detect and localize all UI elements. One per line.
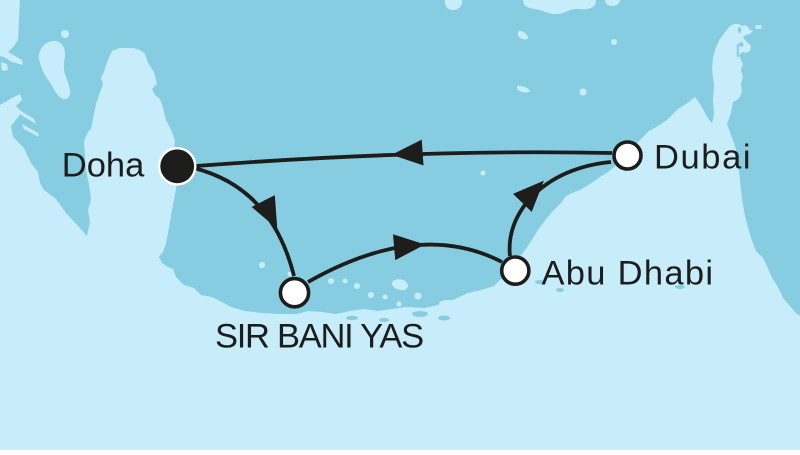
svg-text:Doha: Doha xyxy=(62,147,145,185)
svg-text:SIR BANI YAS: SIR BANI YAS xyxy=(215,317,423,355)
svg-text:Abu Dhabi: Abu Dhabi xyxy=(542,255,715,293)
svg-text:Dubai: Dubai xyxy=(654,139,752,177)
